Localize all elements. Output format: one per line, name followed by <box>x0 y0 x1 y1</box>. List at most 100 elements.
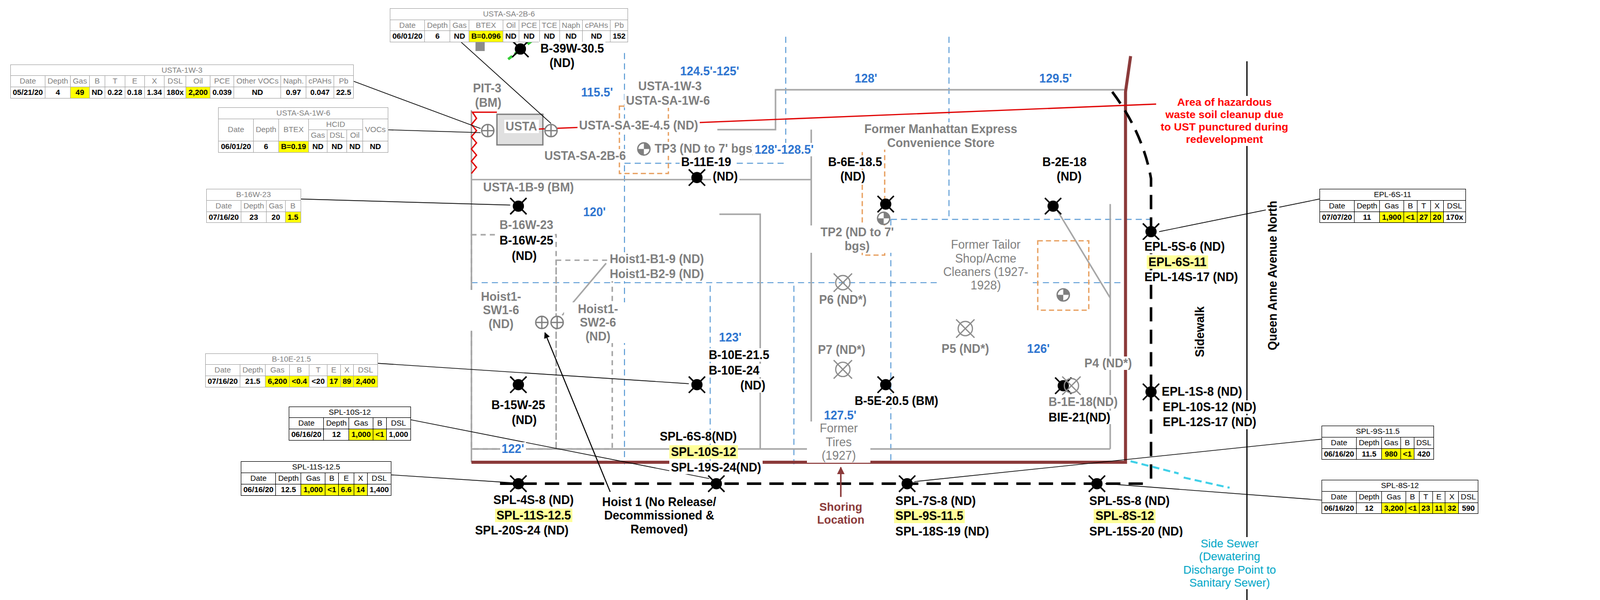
table-cell: B <box>1400 437 1415 449</box>
table-cell: 22.5 <box>334 87 354 99</box>
map-label: 115.5' <box>579 85 615 100</box>
map-label: (ND) <box>838 169 868 184</box>
table-cell: Date <box>206 200 242 212</box>
map-label: Former Tailor Shop/Acme Cleaners (1927-1… <box>938 237 1033 293</box>
table-cell: 1,900 <box>1379 211 1405 224</box>
table-cell: DSL <box>367 472 392 485</box>
hoist-arrow <box>545 332 611 492</box>
sample-result-table: USTA-SA-1W-6DateDepthBTEXHCIDVOCsGasDSLO… <box>218 107 389 153</box>
map-label: (BM) <box>473 95 503 110</box>
table-cell: 0.18 <box>125 87 145 99</box>
table-cell: Pb <box>610 20 629 32</box>
table-cell: Depth <box>241 200 267 212</box>
sample-symbol <box>551 316 564 329</box>
map-label: Former Tires (1927) <box>806 421 871 463</box>
table-cell: ND <box>559 30 584 43</box>
map-label: Side Sewer (Dewatering Discharge Point t… <box>1170 536 1290 589</box>
table-cell: T <box>309 364 327 376</box>
map-label: SPL-9S-11.5 <box>894 508 966 523</box>
map-label: EPL-6S-11 <box>1146 255 1209 269</box>
table-cell: <1 <box>1406 502 1420 515</box>
table-title: B-10E-21.5 <box>205 353 378 366</box>
table-cell: 6 <box>253 141 279 153</box>
table-cell: Depth <box>1354 200 1380 212</box>
table-cell: Depth <box>240 364 266 376</box>
table-cell: Other VOCs <box>234 75 282 88</box>
table-title: SPL-8S-12 <box>1322 480 1479 492</box>
table-title: SPL-9S-11.5 <box>1322 425 1434 438</box>
map-label: SPL-18S-19 (ND) <box>894 524 991 538</box>
leader-line <box>1159 199 1320 232</box>
table-cell: Pb <box>334 75 354 88</box>
sample-result-table: EPL-6S-11DateDepthGasBTXDSL07/07/20111,9… <box>1319 188 1466 223</box>
table-cell: B <box>285 200 302 212</box>
map-label: B-2E-18 <box>1041 155 1089 169</box>
table-title: USTA-SA-2B-6 <box>390 8 629 21</box>
table-cell: B <box>1404 200 1418 212</box>
map-label: 120' <box>581 205 608 219</box>
table-title: USTA-1W-3 <box>10 64 354 77</box>
map-label: SPL-6S-8(ND) <box>657 429 739 443</box>
boring-symbol <box>898 475 916 492</box>
table-cell: B <box>89 75 106 88</box>
table-title: USTA-SA-1W-6 <box>218 107 389 120</box>
map-label: Area of hazardous waste soil cleanup due… <box>1159 95 1290 146</box>
map-label: SPL-15S-20 (ND) <box>1087 524 1185 538</box>
table-cell: DSL <box>353 364 378 376</box>
table-cell: DSL <box>386 417 411 430</box>
table-cell: Gas <box>308 129 328 142</box>
map-label: (ND) <box>509 413 539 427</box>
table-cell: Gas <box>450 20 470 32</box>
boring-symbol <box>688 376 706 393</box>
map-label: P6 (ND*) <box>812 292 874 307</box>
table-cell: E <box>338 472 355 485</box>
table-cell: 0.22 <box>105 87 125 99</box>
table-cell: 0.039 <box>210 87 235 99</box>
table-cell: PCE <box>210 75 235 88</box>
table-cell: DSL <box>1458 491 1479 503</box>
table-cell: Date <box>1322 437 1357 449</box>
map-label: 128' <box>852 71 879 86</box>
table-cell: 06/16/20 <box>241 484 276 496</box>
table-cell: Gas <box>70 75 90 88</box>
table-cell: PCE <box>519 20 540 32</box>
table-cell: B <box>373 417 387 430</box>
table-cell: <1 <box>373 429 387 441</box>
sample-result-table: SPL-11S-12.5DateDepthGasBEXDSL06/16/2012… <box>240 460 392 496</box>
sample-result-table: B-10E-21.5DateDepthGasBTEXDSL07/16/2021.… <box>205 353 378 388</box>
map-label: Former Manhattan Express Convenience Sto… <box>848 122 1033 150</box>
table-cell: 170x <box>1443 211 1466 224</box>
table-cell: 980 <box>1381 448 1401 460</box>
table-cell: DSL <box>1443 200 1466 212</box>
table-cell: 11 <box>1354 211 1380 224</box>
test-pit-symbol <box>877 211 890 225</box>
map-label: B-39W-30.5 <box>538 41 606 56</box>
map-label: P4 (ND*) <box>1082 356 1134 370</box>
table-cell: 1,000 <box>301 484 326 496</box>
historic-sample-symbols <box>481 124 1081 395</box>
map-label: (ND) <box>509 249 539 263</box>
map-label: EPL-5S-6 (ND) <box>1142 239 1227 254</box>
table-cell: Naph. <box>281 75 307 88</box>
shoring-line <box>471 56 1131 463</box>
map-label: SPL-5S-8 (ND) <box>1087 493 1172 508</box>
side-sewer-line <box>1130 460 1230 488</box>
table-cell: 0.97 <box>281 87 307 99</box>
map-label: USTA-SA-1W-6 <box>624 93 712 108</box>
table-cell: 07/16/20 <box>206 211 242 224</box>
map-label: USTA-1W-3 <box>636 79 704 93</box>
boring-symbols <box>509 40 1160 492</box>
table-cell: HCID <box>308 119 364 131</box>
sample-result-table: USTA-1W-3DateDepthGasBTEXDSLOilPCEOther … <box>10 64 354 99</box>
table-cell: DSL <box>327 129 348 142</box>
cleanup-area-boundary <box>471 112 497 174</box>
map-label: USTA-SA-2B-6 <box>542 149 628 163</box>
table-cell: ND <box>347 141 364 153</box>
boring-symbol <box>877 195 895 213</box>
map-label: B-16W-23 <box>498 218 555 232</box>
hoist-outline <box>471 234 556 449</box>
boring-symbol <box>509 198 527 215</box>
map-label: SPL-11S-12.5 <box>495 508 573 522</box>
map-label: EPL-14S-17 (ND) <box>1142 270 1240 284</box>
